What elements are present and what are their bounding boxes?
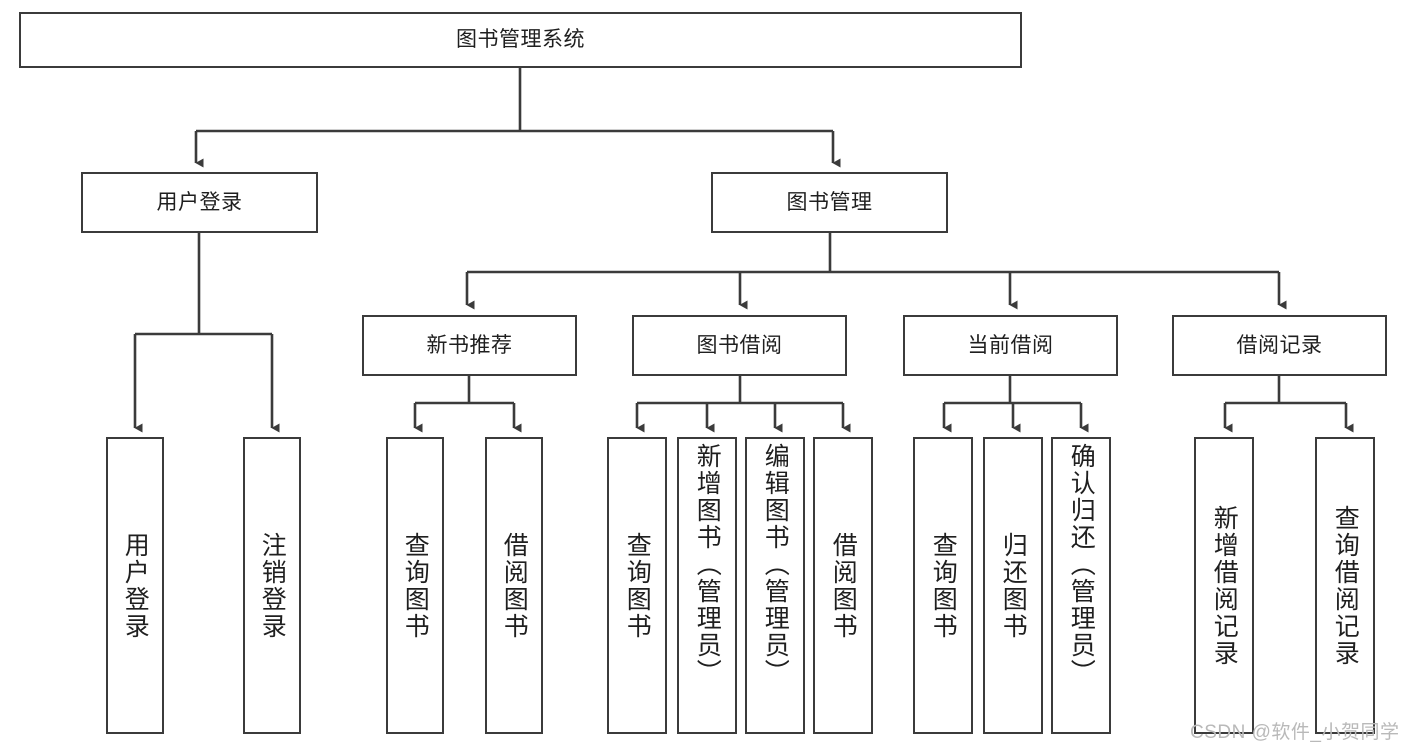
node-new-book-recommend[interactable]: 新书推荐 — [362, 315, 577, 376]
leaf-add-borrow-record[interactable]: 新增借阅记录 — [1194, 437, 1254, 734]
node-borrow-record[interactable]: 借阅记录 — [1172, 315, 1387, 376]
leaf-borrow-book-new[interactable]: 借阅图书 — [485, 437, 543, 734]
node-user-login-label: 用户登录 — [156, 190, 243, 214]
leaf-add-borrow-record-label: 新增借阅记录 — [1210, 504, 1239, 667]
leaf-edit-book-admin-label: 编辑图书（管理员） — [761, 443, 790, 686]
leaf-confirm-return-admin-label: 确认归还（管理员） — [1067, 443, 1096, 686]
leaf-query-borrow-record[interactable]: 查询借阅记录 — [1315, 437, 1375, 734]
node-book-management-label: 图书管理 — [786, 190, 873, 214]
leaf-query-book-borrow-label: 查询图书 — [623, 531, 652, 640]
node-root-label: 图书管理系统 — [456, 28, 585, 52]
leaf-query-book-current-label: 查询图书 — [929, 531, 958, 640]
node-current-borrow-label: 当前借阅 — [967, 333, 1054, 357]
leaf-user-login-label: 用户登录 — [121, 531, 150, 640]
node-current-borrow[interactable]: 当前借阅 — [903, 315, 1118, 376]
leaf-logout[interactable]: 注销登录 — [243, 437, 301, 734]
leaf-borrow-book-borrow[interactable]: 借阅图书 — [813, 437, 873, 734]
leaf-logout-label: 注销登录 — [258, 531, 287, 640]
leaf-add-book-admin[interactable]: 新增图书（管理员） — [677, 437, 737, 734]
leaf-user-login[interactable]: 用户登录 — [106, 437, 164, 734]
leaf-borrow-book-new-label: 借阅图书 — [500, 531, 529, 640]
node-book-management[interactable]: 图书管理 — [711, 172, 948, 233]
leaf-edit-book-admin[interactable]: 编辑图书（管理员） — [745, 437, 805, 734]
node-book-borrow-label: 图书借阅 — [696, 333, 783, 357]
node-borrow-record-label: 借阅记录 — [1236, 333, 1323, 357]
leaf-query-borrow-record-label: 查询借阅记录 — [1331, 504, 1360, 667]
csdn-watermark: CSDN @软件_小贺同学 — [1190, 722, 1400, 743]
leaf-return-book-label: 归还图书 — [999, 531, 1028, 640]
leaf-query-book-current[interactable]: 查询图书 — [913, 437, 973, 734]
leaf-return-book[interactable]: 归还图书 — [983, 437, 1043, 734]
node-book-borrow[interactable]: 图书借阅 — [632, 315, 847, 376]
leaf-query-book-new[interactable]: 查询图书 — [386, 437, 444, 734]
leaf-query-book-borrow[interactable]: 查询图书 — [607, 437, 667, 734]
node-new-book-recommend-label: 新书推荐 — [426, 333, 513, 357]
leaf-borrow-book-borrow-label: 借阅图书 — [829, 531, 858, 640]
leaf-confirm-return-admin[interactable]: 确认归还（管理员） — [1051, 437, 1111, 734]
leaf-add-book-admin-label: 新增图书（管理员） — [693, 443, 722, 686]
node-user-login[interactable]: 用户登录 — [81, 172, 318, 233]
leaf-query-book-new-label: 查询图书 — [401, 531, 430, 640]
node-root[interactable]: 图书管理系统 — [19, 12, 1022, 68]
